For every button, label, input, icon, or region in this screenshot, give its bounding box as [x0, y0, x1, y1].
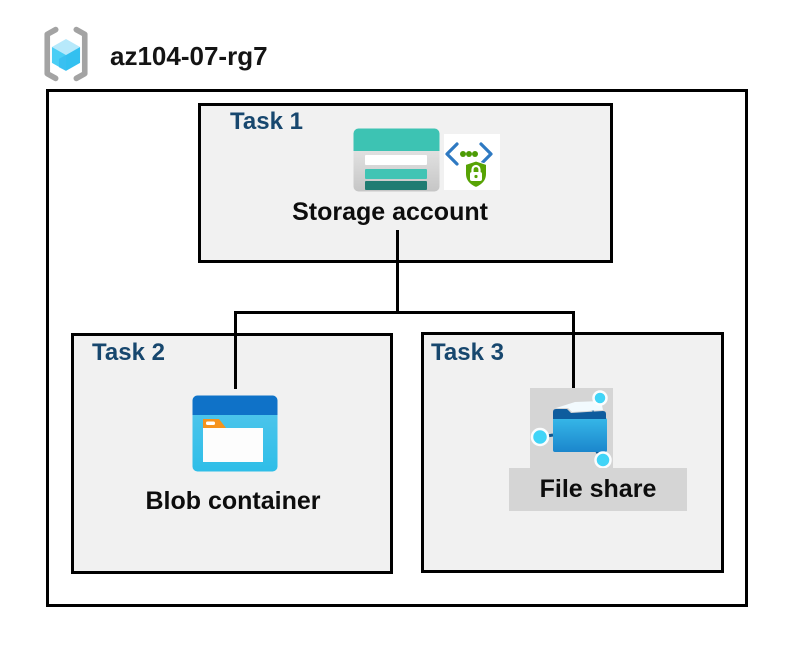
blob-container-label: Blob container — [145, 487, 321, 515]
resource-group-header: az104-07-rg7 — [0, 0, 788, 90]
connector-horizontal-split — [234, 311, 575, 314]
storage-account-label: Storage account — [292, 198, 488, 226]
blob-container-icon — [192, 395, 278, 472]
secure-endpoint-icon — [444, 134, 500, 190]
file-share-label: File share — [509, 468, 687, 511]
connector-to-blob-container — [234, 311, 237, 389]
task-2-label: Task 2 — [92, 339, 165, 366]
resource-group-name: az104-07-rg7 — [110, 41, 268, 71]
resource-group-icon — [44, 26, 88, 82]
task-3-label: Task 3 — [431, 339, 504, 366]
task-1-label: Task 1 — [230, 108, 303, 135]
storage-account-icon — [353, 128, 440, 192]
connector-storage-down — [396, 230, 399, 313]
file-share-icon — [530, 390, 612, 469]
file-share-icon-plate — [530, 388, 613, 469]
connector-to-file-share — [572, 311, 575, 389]
